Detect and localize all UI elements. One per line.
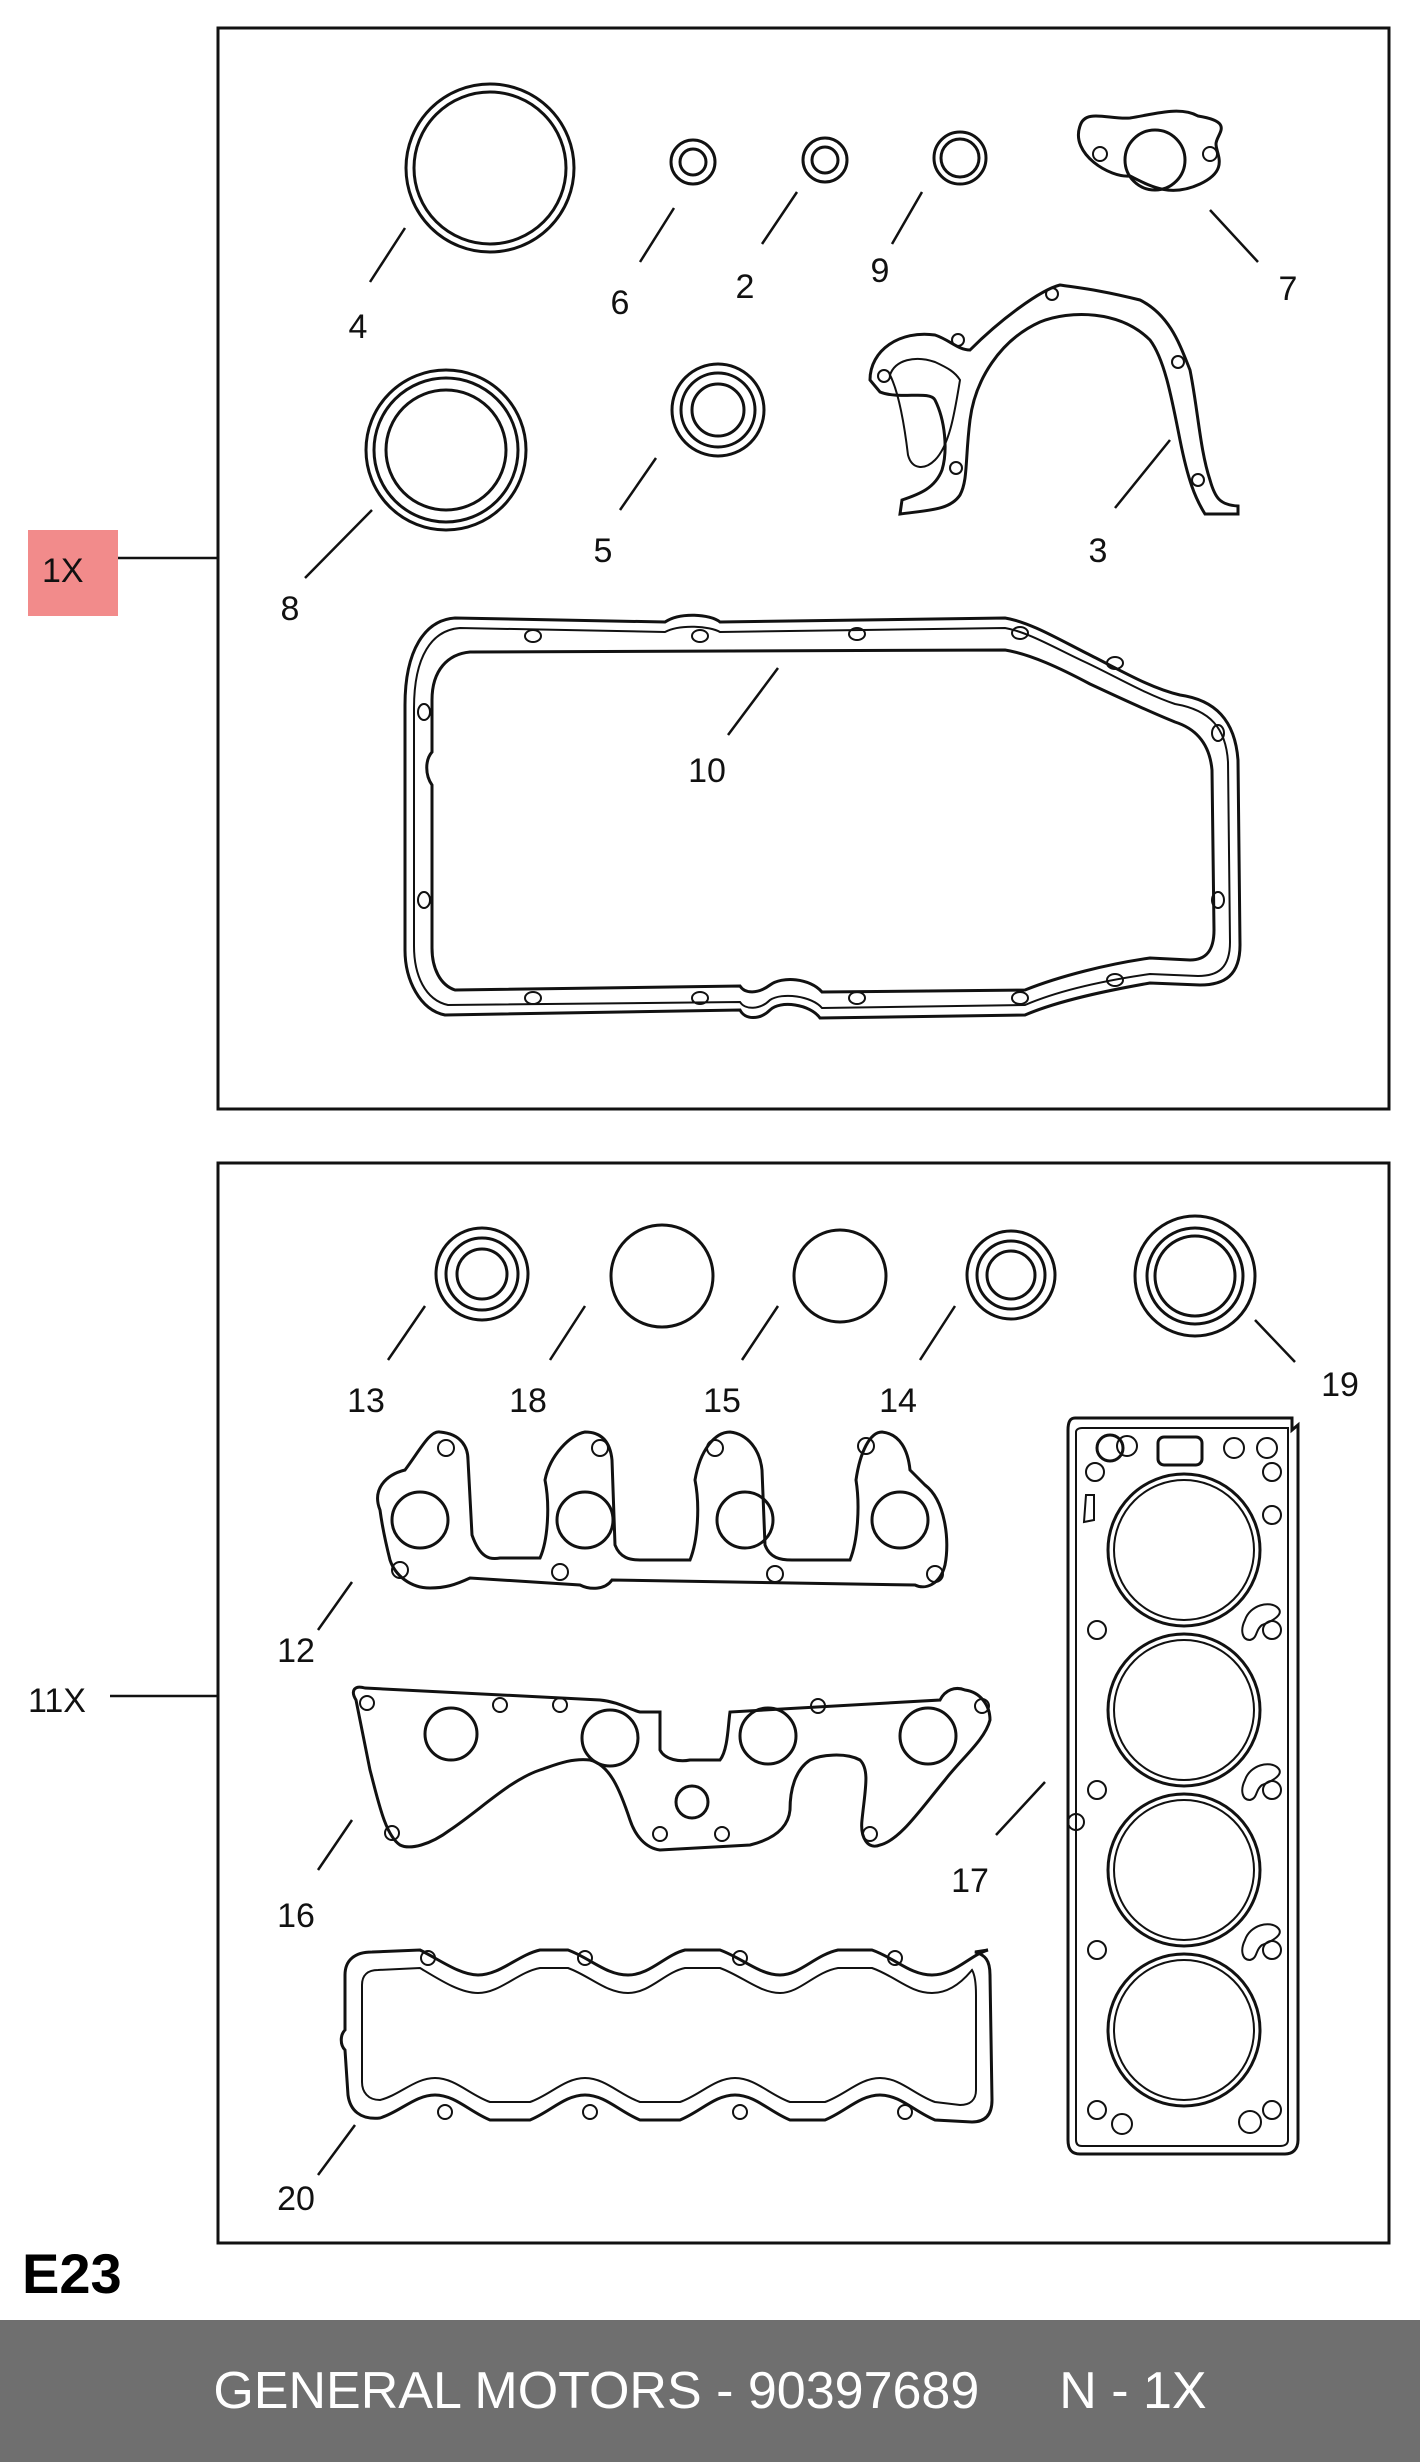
callout-15: 15 [703, 1382, 741, 1420]
part-6-seal [669, 138, 717, 186]
callout-16: 16 [277, 1897, 315, 1935]
callout-3: 3 [1089, 532, 1108, 570]
callout-20: 20 [277, 2180, 315, 2218]
callout-18: 18 [509, 1382, 547, 1420]
bottom-group-frame [216, 1161, 1391, 2245]
part-2-seal [801, 136, 849, 184]
part-12-exhaust-gasket [376, 1430, 949, 1590]
part-10-oil-pan-gasket [403, 613, 1242, 1020]
part-19-seal [1133, 1214, 1257, 1338]
callout-14: 14 [879, 1382, 917, 1420]
part-8-seal [364, 368, 528, 532]
part-17-head-gasket [1066, 1416, 1300, 2156]
callout-8: 8 [281, 590, 300, 628]
part-7-flange-gasket [1076, 109, 1223, 192]
callout-19: 19 [1321, 1366, 1359, 1404]
quantity-label: N - 1X [1059, 2362, 1207, 2420]
part-5-seal [670, 362, 766, 458]
part-15-oring [792, 1228, 888, 1324]
bottom-group-qty: 11X [28, 1682, 86, 1720]
part-4-oring [404, 82, 576, 254]
callout-12: 12 [277, 1632, 315, 1670]
top-group-frame [216, 26, 1391, 1111]
callout-2: 2 [736, 268, 755, 306]
part-20-rocker-cover-gasket [339, 1948, 994, 2124]
callout-13: 13 [347, 1382, 385, 1420]
part-16-intake-gasket [351, 1685, 992, 1852]
callout-4: 4 [349, 308, 368, 346]
part-18-oring [609, 1223, 715, 1329]
callout-7: 7 [1279, 270, 1298, 308]
callout-5: 5 [594, 532, 613, 570]
gasket-set-diagram: 1X 4 6 2 9 7 8 [22, 26, 1391, 2305]
top-group-qty: 1X [42, 552, 84, 590]
footer-bar: GENERAL MOTORS - 90397689 N - 1X [0, 2320, 1420, 2462]
qty-highlight [28, 530, 118, 616]
part-13-seal [434, 1226, 530, 1322]
callout-9: 9 [871, 252, 890, 290]
part-info: GENERAL MOTORS - 90397689 [213, 2362, 980, 2420]
callout-17: 17 [951, 1862, 989, 1900]
callout-10: 10 [688, 752, 726, 790]
callout-6: 6 [611, 284, 630, 322]
part-3-cover-gasket [868, 283, 1240, 516]
part-14-seal [965, 1229, 1057, 1321]
part-9-oring [932, 130, 988, 186]
section-code: E23 [22, 2242, 122, 2305]
